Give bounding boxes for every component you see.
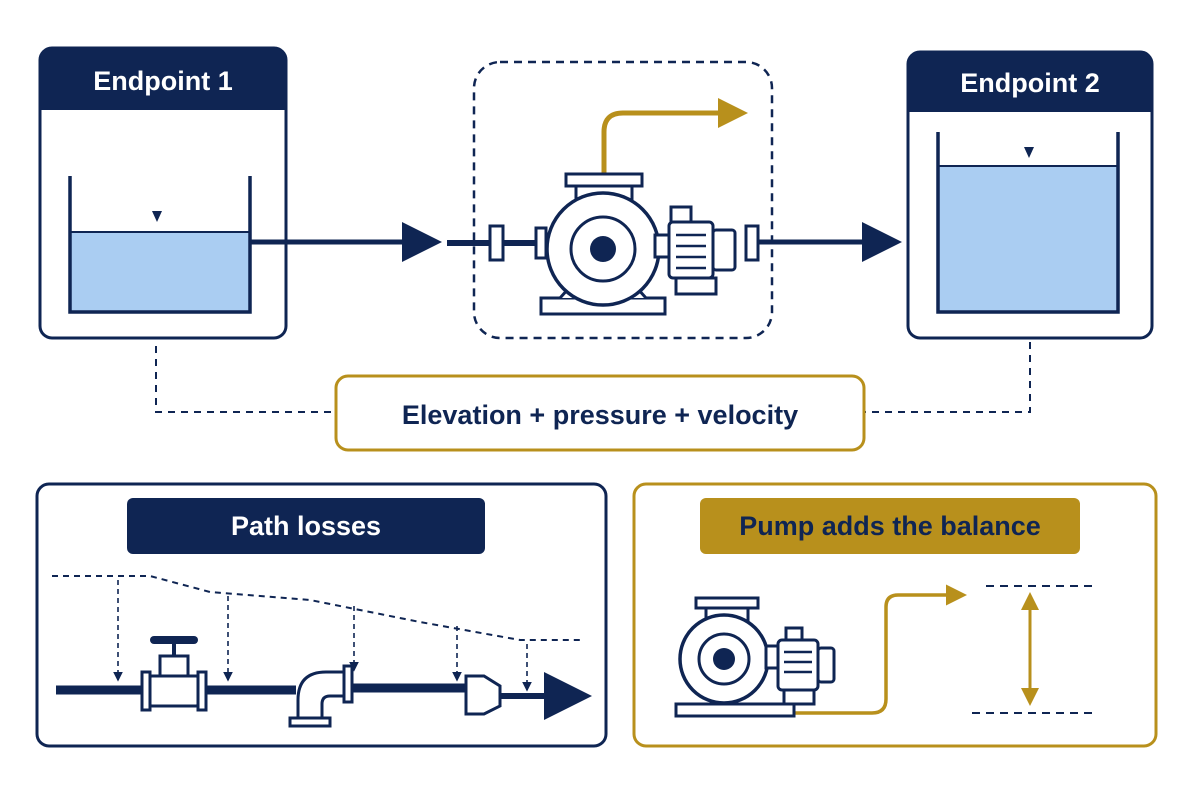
energy-grade-line [52,575,584,641]
elbow-icon [288,664,354,728]
energy-connector-right [864,342,1031,413]
pump-balance-panel: Pump adds the balance [632,482,1158,748]
water-level-marker [152,211,162,222]
endpoint-1: Endpoint 1 [38,46,288,340]
energy-connector-left [155,346,336,413]
energy-terms-text: Elevation + pressure + velocity [402,400,798,430]
pump-icon [545,191,661,307]
energy-terms-box: Elevation + pressure + velocity [334,374,866,452]
tank-icon [68,176,252,314]
motor-icon [667,205,737,296]
endpoint-1-title: Endpoint 1 [93,66,232,96]
pump-balance-title: Pump adds the balance [739,511,1041,541]
added-head-arrow [790,584,967,715]
valve-icon [140,636,208,712]
tank-icon [936,132,1120,314]
water-level-marker [1024,147,1034,158]
endpoint-2: Endpoint 2 [906,50,1154,340]
endpoint-2-title: Endpoint 2 [960,68,1099,98]
pump-station [447,60,774,340]
pump-icon [674,596,796,718]
energy-added-arrow [601,98,748,305]
path-losses-title: Path losses [231,511,381,541]
path-losses-panel: Path losses [35,482,608,748]
reducer-icon [464,674,502,716]
motor-icon [764,626,836,706]
